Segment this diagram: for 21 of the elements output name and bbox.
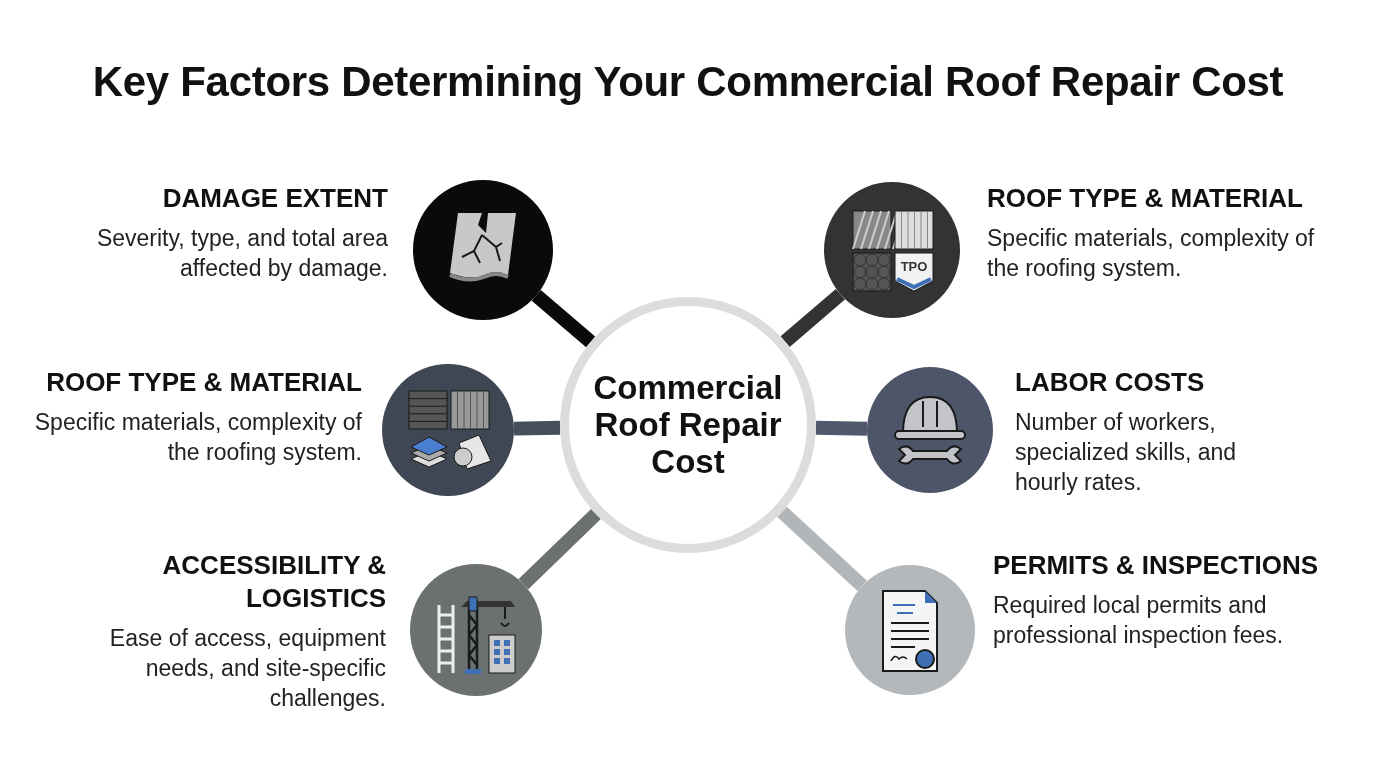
factor-description: Required local permits and professional inspection fees. (993, 591, 1285, 650)
center-label: Commercial Roof Repair Cost (592, 369, 784, 480)
factor-heading: PERMITS & INSPECTIONS (993, 549, 1320, 582)
factor-description: Severity, type, and total area affected by damage. (95, 224, 388, 283)
connector-line (513, 420, 561, 436)
factor-heading: ACCESSIBILITY & LOGISTICS (161, 549, 386, 615)
factor-heading: DAMAGE EXTENT (161, 182, 388, 215)
factor-heading: LABOR COSTS (1015, 366, 1206, 399)
factor-heading: ROOF TYPE & MATERIAL (987, 182, 1304, 215)
connector-line (780, 288, 845, 347)
factor-description: Number of workers, specialized skills, and hourly rates. (1015, 408, 1238, 497)
factor-heading: ROOF TYPE & MATERIAL (45, 366, 362, 399)
title: Key Factors Determining Your Commercial Roof Repair Cost (91, 58, 1285, 106)
material-label: TPO (900, 259, 928, 274)
connector-line (531, 290, 596, 348)
factor-description: Specific materials, complexity of the roofing system. (987, 224, 1316, 283)
connector-line (777, 506, 867, 592)
factor-description: Specific materials, complexity of the roofing system. (33, 408, 362, 467)
connector-line (815, 420, 868, 436)
factor-description: Ease of access, equipment needs, and site-specific challenges. (108, 624, 386, 713)
connector-line (518, 508, 601, 590)
